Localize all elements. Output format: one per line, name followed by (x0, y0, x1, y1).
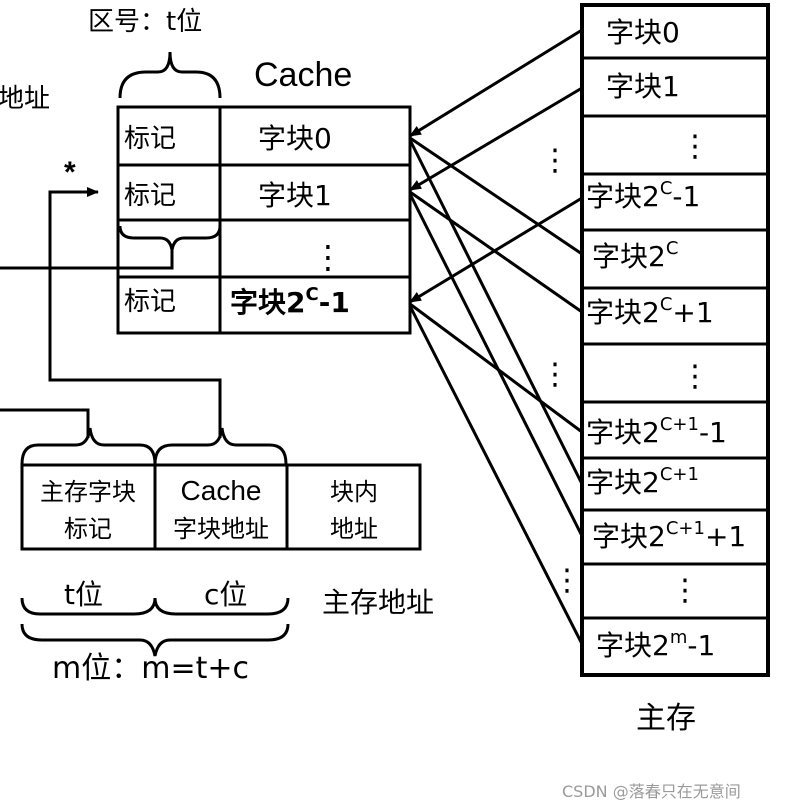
mm-block-2c1-plus1: 字块2C+1+1 (592, 518, 746, 553)
mm-block-2c: 字块2C (592, 238, 678, 273)
mm-block-2c1-minus1: 字块2C+1-1 (586, 414, 727, 449)
m-bits-label: m位：m=t+c (52, 651, 249, 686)
mm-block-2m-minus1: 字块2m-1 (596, 627, 715, 662)
map-arrow (409, 86, 583, 192)
cache-tag-1: 标记 (124, 181, 176, 211)
main-memory-outline (580, 3, 770, 677)
cache-block-1: 字块1 (258, 179, 332, 212)
main-memory-box: 字块0 字块1 ⋮ 字块2C-1 字块2C 字块2C+1 ⋮ 字块2C+1-1 … (580, 3, 770, 677)
left-edge-label: 地址 (0, 84, 50, 114)
mm-dots-3: ⋮ (670, 573, 700, 608)
mm-block-1: 字块1 (606, 70, 680, 103)
main-memory-title: 主存 (636, 701, 696, 736)
cache-block-0: 字块0 (258, 122, 332, 155)
map-arrow (408, 139, 584, 485)
bottom-brace-small (20, 597, 290, 616)
watermark: CSDN @落春只在无意间 (562, 782, 741, 801)
address-field-1-line1: Cache (181, 475, 262, 506)
address-field-1-line2: 字块地址 (173, 515, 269, 543)
star-mark: * (64, 156, 76, 189)
mm-block-0: 字块0 (606, 16, 680, 49)
t-bits-label: t位 (64, 578, 103, 611)
mapping-arrows (408, 28, 584, 645)
map-arrow (408, 193, 584, 537)
address-field-2-line2: 地址 (330, 515, 378, 543)
map-arrow (408, 305, 584, 645)
main-address-caption: 主存地址 (322, 586, 434, 619)
address-field-0-line1: 主存字块 (40, 478, 136, 506)
compare-line (0, 250, 174, 270)
cache-dots: ⋮ (312, 238, 344, 276)
side-dots-1: ⋮ (540, 143, 570, 178)
cache-block-3: 字块2C-1 (230, 284, 350, 319)
address-brace-mid (153, 427, 288, 465)
feedback-line (48, 187, 222, 438)
address-box: 主存字块 标记 Cache 字块地址 块内 地址 (20, 463, 422, 551)
tag-line (0, 408, 90, 438)
address-brace-left (20, 427, 157, 465)
mm-block-2c-plus1: 字块2C+1 (586, 294, 714, 329)
cache-tag-0: 标记 (124, 124, 176, 154)
cache-title: Cache (254, 56, 352, 94)
mm-block-2c-minus1: 字块2C-1 (586, 178, 700, 213)
address-field-0-line2: 标记 (64, 515, 112, 543)
top-brace-label: 区号：t位 (88, 7, 202, 37)
mm-block-2c1: 字块2C+1 (586, 464, 699, 499)
side-dots-2: ⋮ (540, 357, 570, 392)
c-bits-label: c位 (204, 578, 247, 611)
bottom-brace-large (20, 623, 290, 657)
map-arrow (409, 196, 583, 304)
map-arrow (409, 136, 583, 256)
address-outline (20, 463, 422, 551)
address-field-2-line1: 块内 (330, 478, 378, 506)
mm-dots-2: ⋮ (680, 359, 710, 394)
cache-tag-3: 标记 (124, 287, 176, 317)
map-arrow (409, 28, 583, 138)
map-arrow (409, 190, 583, 314)
cache-box: 标记 字块0 标记 字块1 ⋮ 标记 字块2C-1 (116, 105, 412, 335)
mm-dots-1: ⋮ (680, 129, 710, 164)
top-brace (118, 51, 222, 99)
tag-brace (118, 225, 222, 251)
